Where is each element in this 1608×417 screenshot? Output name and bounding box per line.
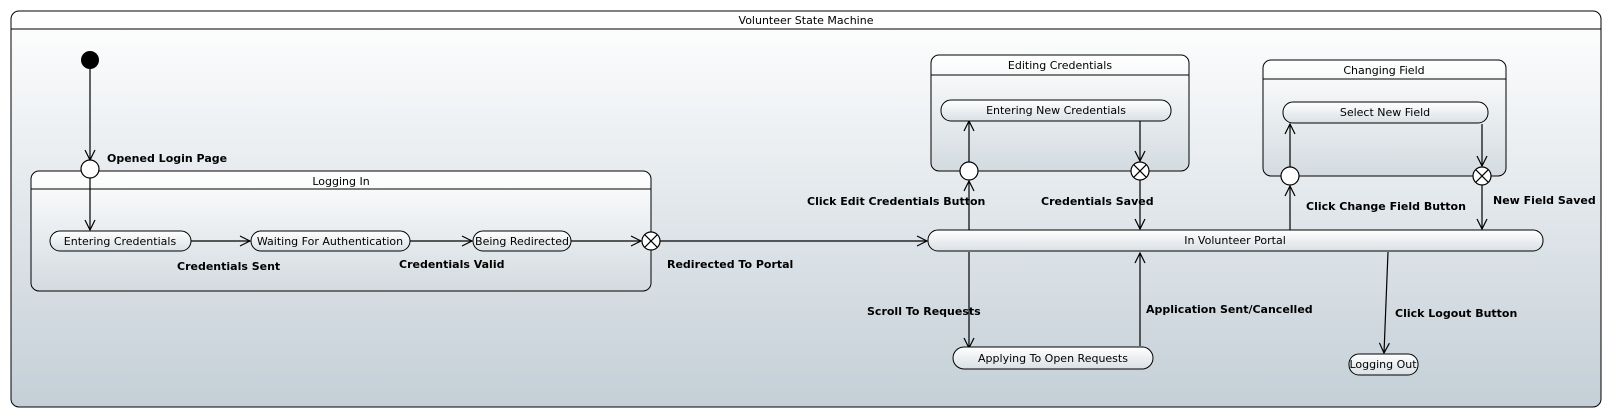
composite-editing-credentials-title: Editing Credentials <box>1008 59 1112 72</box>
entry-point-editing-credentials <box>959 161 979 181</box>
transitions <box>90 69 1482 353</box>
composite-changing-field-title: Changing Field <box>1343 64 1424 77</box>
label-redirected-to-portal: Redirected To Portal <box>667 258 793 271</box>
state-logging-out-label: Logging Out <box>1349 358 1417 371</box>
composite-logging-in-title: Logging In <box>312 175 369 188</box>
label-opened-login-page: Opened Login Page <box>107 152 227 165</box>
state-machine-title: Volunteer State Machine <box>739 14 874 27</box>
state-entering-credentials[interactable]: Entering Credentials <box>49 230 192 252</box>
label-credentials-valid: Credentials Valid <box>399 258 504 271</box>
entry-point-changing-field <box>1280 166 1300 186</box>
label-click-logout-button: Click Logout Button <box>1395 307 1517 320</box>
exit-point-logging-in <box>641 231 661 251</box>
label-credentials-saved: Credentials Saved <box>1041 195 1154 208</box>
state-machine-frame: Volunteer State Machine <box>10 10 1602 408</box>
label-click-change-field-button: Click Change Field Button <box>1306 200 1466 213</box>
state-entering-new-credentials[interactable]: Entering New Credentials <box>940 99 1172 122</box>
label-click-edit-credentials-button: Click Edit Credentials Button <box>807 195 985 208</box>
entry-point-logging-in <box>80 159 100 179</box>
state-entering-credentials-label: Entering Credentials <box>64 235 177 248</box>
state-select-new-field-label: Select New Field <box>1340 106 1430 119</box>
state-waiting-for-authentication[interactable]: Waiting For Authentication <box>250 230 411 252</box>
state-in-volunteer-portal[interactable]: In Volunteer Portal <box>927 229 1544 252</box>
exit-point-changing-field <box>1472 166 1492 186</box>
state-applying-to-open-requests-label: Applying To Open Requests <box>978 352 1128 365</box>
edge-portal-to-logging-out <box>1384 251 1388 353</box>
label-new-field-saved: New Field Saved <box>1493 194 1596 207</box>
exit-point-editing-credentials <box>1130 161 1150 181</box>
label-scroll-to-requests: Scroll To Requests <box>867 305 981 318</box>
state-select-new-field[interactable]: Select New Field <box>1282 101 1489 124</box>
label-credentials-sent: Credentials Sent <box>177 260 280 273</box>
state-being-redirected-label: Being Redirected <box>475 235 569 248</box>
state-applying-to-open-requests[interactable]: Applying To Open Requests <box>952 346 1154 370</box>
state-entering-new-credentials-label: Entering New Credentials <box>986 104 1126 117</box>
state-in-volunteer-portal-label: In Volunteer Portal <box>1184 234 1286 247</box>
initial-state <box>81 51 99 69</box>
label-application-sent-cancelled: Application Sent/Cancelled <box>1146 303 1313 316</box>
state-being-redirected[interactable]: Being Redirected <box>472 230 572 252</box>
state-logging-out[interactable]: Logging Out <box>1348 353 1419 376</box>
state-waiting-for-authentication-label: Waiting For Authentication <box>257 235 403 248</box>
